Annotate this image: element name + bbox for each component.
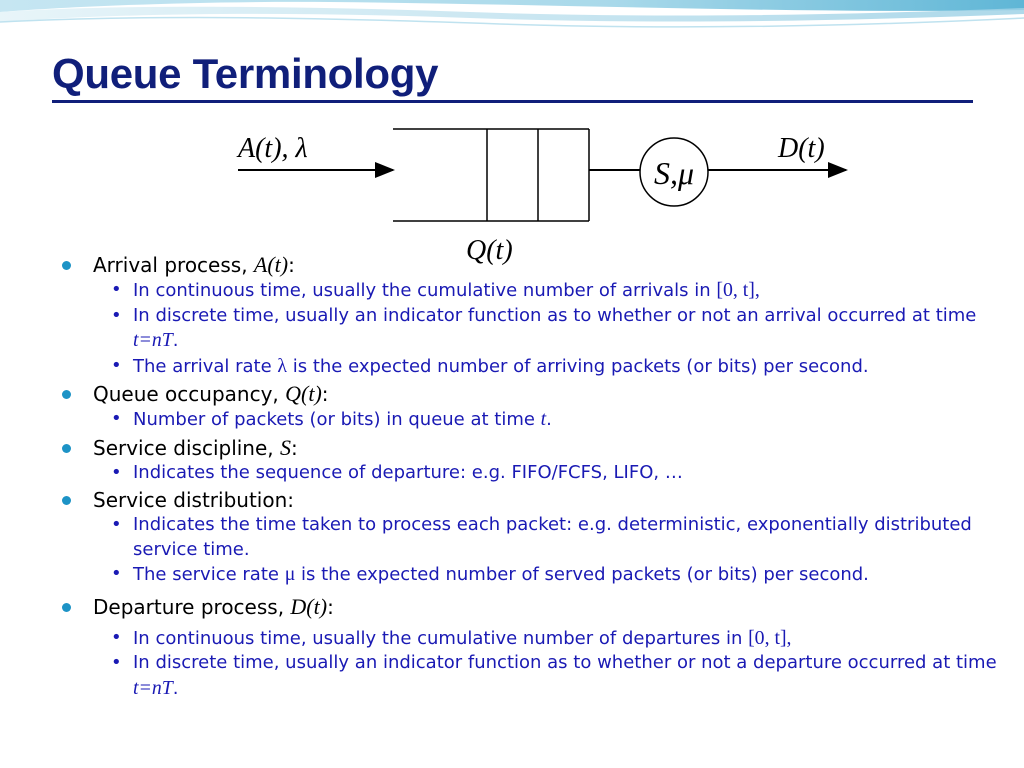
sub-bullet: • Number of packets (or bits) in queue a…	[111, 408, 552, 430]
bullet-service-discipline: Service discipline, S:	[58, 435, 998, 461]
bullet-dot	[62, 390, 71, 399]
queue-buffer	[393, 128, 590, 222]
bullet-dot	[62, 602, 71, 612]
page-title: Queue Terminology	[52, 50, 439, 97]
bullet-dot	[62, 496, 71, 505]
sub-bullet: • Indicates the time taken to process ea…	[111, 514, 972, 560]
departure-label: D(t)	[777, 133, 825, 164]
bullet-service-distribution: Service distribution:	[58, 487, 998, 513]
bullet-dot	[62, 443, 71, 453]
terminology-list: Arrival process, A(t): • In continuous t…	[58, 250, 998, 701]
header-wave-decoration	[0, 0, 1024, 28]
sub-bullet: • Indicates the sequence of departure: e…	[111, 461, 683, 483]
sub-bullet: • In discrete time, usually an indicator…	[111, 652, 997, 699]
bullet-departure-process: Departure process, D(t):	[58, 594, 998, 620]
sub-bullet: • The arrival rate λ is the expected num…	[111, 354, 869, 377]
queue-diagram: A(t), λ S,μ D(t) Q(t)	[236, 128, 848, 266]
bullet-dot	[62, 261, 71, 270]
title-underline	[52, 100, 973, 103]
server-circle	[639, 137, 709, 207]
bullet-queue-occupancy: Queue occupancy, Q(t):	[58, 381, 998, 407]
sub-bullet: • The service rate μ is the expected num…	[111, 563, 869, 585]
bullet-arrival-process: Arrival process, A(t):	[58, 252, 998, 278]
arrival-label: A(t), λ	[236, 133, 308, 164]
sub-bullet: • In continuous time, usually the cumula…	[111, 279, 760, 301]
sub-bullet: • In discrete time, usually an indicator…	[111, 304, 977, 352]
server-label: S,μ	[654, 155, 694, 191]
queue-label: Q(t)	[466, 235, 513, 266]
sub-bullet: • In continuous time, usually the cumula…	[111, 626, 792, 649]
